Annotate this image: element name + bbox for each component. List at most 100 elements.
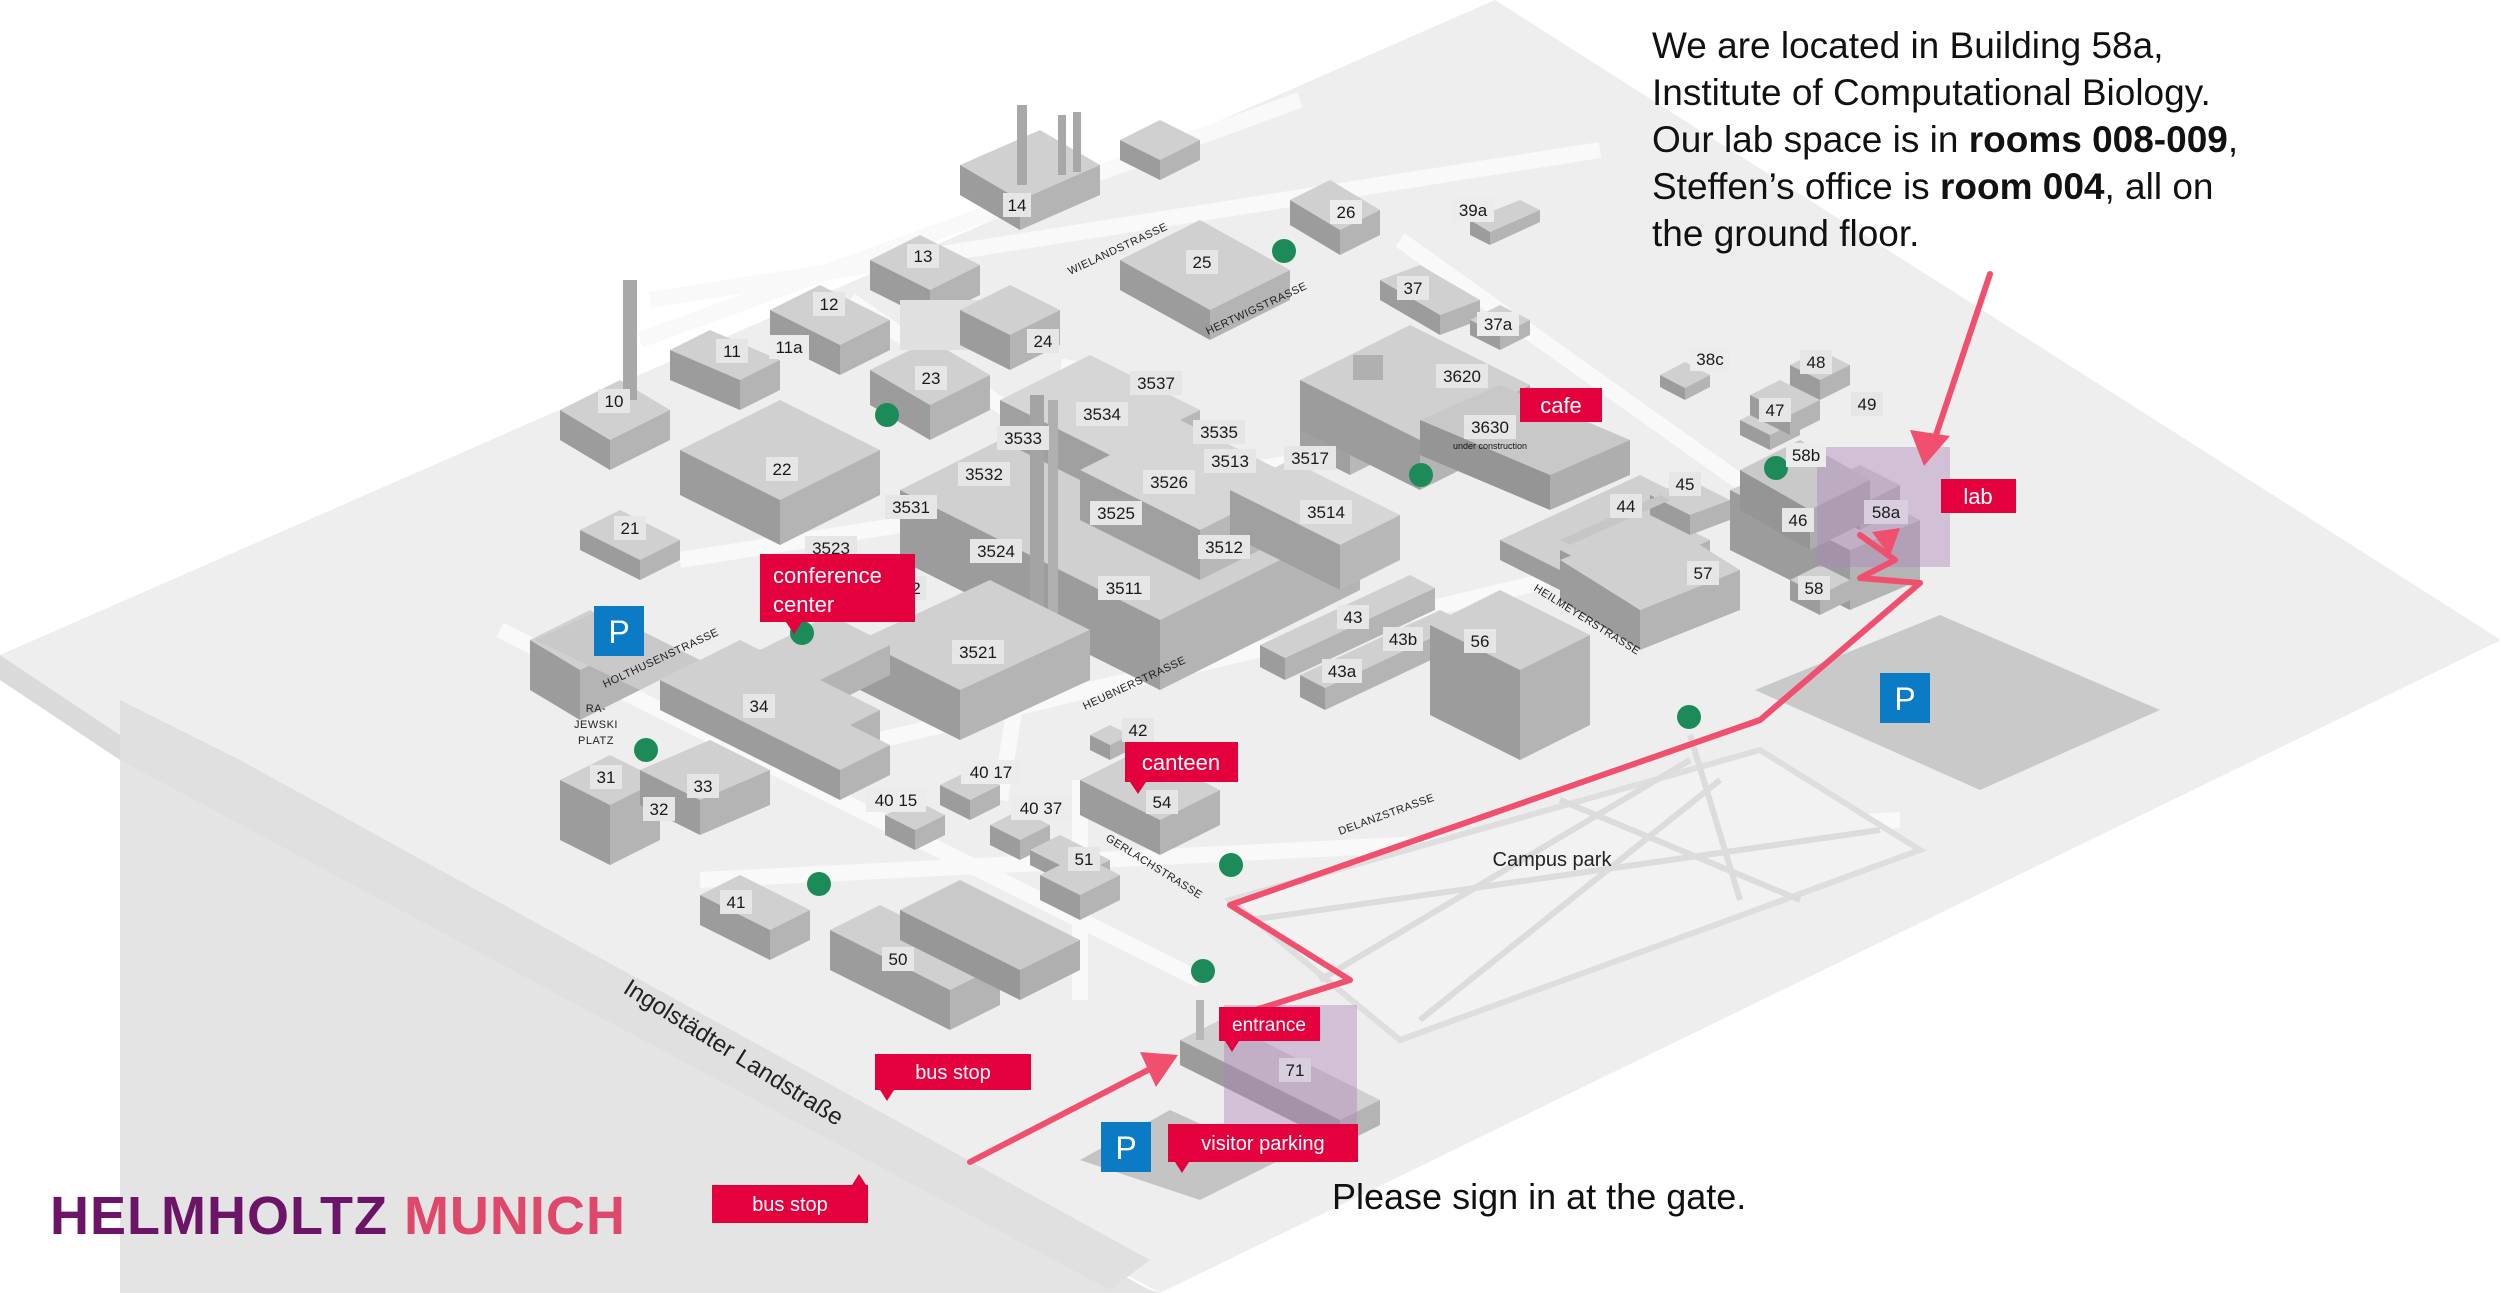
- svg-text:3513: 3513: [1211, 452, 1249, 471]
- svg-text:3531: 3531: [892, 498, 930, 517]
- building-label-43a: 43a: [1322, 659, 1362, 683]
- route-arrow-icon: [1910, 430, 1950, 466]
- poi-entrance: entrance: [1219, 1007, 1320, 1052]
- building-label-50: 50: [882, 947, 914, 971]
- svg-text:canteen: canteen: [1142, 750, 1220, 775]
- poi-visitor-parking: visitor parking: [1168, 1124, 1358, 1173]
- building-label-48: 48: [1800, 350, 1832, 374]
- svg-text:58a: 58a: [1872, 503, 1901, 522]
- svg-text:47: 47: [1766, 401, 1785, 420]
- building-label-57: 57: [1687, 561, 1719, 585]
- svg-text:center: center: [773, 592, 834, 617]
- building-label-3630: 3630: [1464, 415, 1516, 439]
- svg-text:57: 57: [1694, 564, 1713, 583]
- svg-text:21: 21: [621, 519, 640, 538]
- rajewski-platz-label-2: JEWSKI: [574, 719, 618, 731]
- parking-icon-label: P: [1115, 1130, 1136, 1166]
- building-label-3514: 3514: [1300, 500, 1352, 524]
- building-label-44: 44: [1610, 494, 1642, 518]
- building-label-3513: 3513: [1204, 449, 1256, 473]
- svg-text:3521: 3521: [959, 643, 997, 662]
- building-label-11: 11: [716, 339, 748, 363]
- building-label-3517: 3517: [1284, 446, 1336, 470]
- tree-marker-icon: [634, 738, 658, 762]
- svg-text:3535: 3535: [1200, 423, 1238, 442]
- building-label-39a: 39a: [1452, 198, 1494, 222]
- svg-text:3526: 3526: [1150, 473, 1188, 492]
- route-line-arrival: [967, 1067, 1151, 1165]
- poi-cafe: cafe: [1520, 388, 1602, 422]
- building-label-47: 47: [1759, 398, 1791, 422]
- tree-marker-icon: [1191, 959, 1215, 983]
- svg-text:37a: 37a: [1484, 315, 1513, 334]
- info-rooms-lab: rooms 008-009: [1968, 119, 2228, 160]
- helmholtz-munich-logo: HELMHOLTZ MUNICH: [50, 1185, 626, 1247]
- building-label-42: 42: [1122, 718, 1154, 742]
- building-label-58: 58: [1798, 576, 1830, 600]
- svg-text:58: 58: [1805, 579, 1824, 598]
- under-construction-note: under construction: [1453, 441, 1527, 451]
- sign-in-note: Please sign in at the gate.: [1332, 1176, 1747, 1217]
- building-label-26: 26: [1330, 200, 1362, 224]
- building-label-49: 49: [1851, 392, 1883, 416]
- svg-text:34: 34: [750, 697, 769, 716]
- svg-text:39a: 39a: [1459, 201, 1488, 220]
- tree-marker-icon: [1764, 456, 1788, 480]
- info-line-1: We are located in Building 58a,: [1652, 25, 2164, 66]
- logo-text-munic: MUNIC: [403, 1186, 586, 1246]
- parking-icons: P P P: [594, 606, 1930, 1172]
- ingolstaedter-road-band: [120, 700, 1150, 1290]
- svg-text:45: 45: [1676, 475, 1695, 494]
- svg-text:46: 46: [1789, 511, 1808, 530]
- poi-bus-stop-legend: bus stop: [712, 1174, 868, 1223]
- svg-text:12: 12: [820, 295, 839, 314]
- route-arrowheads: [1140, 430, 1950, 1087]
- poi-canteen: canteen: [1125, 742, 1238, 794]
- svg-text:3525: 3525: [1097, 504, 1135, 523]
- svg-text:3620: 3620: [1443, 367, 1481, 386]
- svg-text:54: 54: [1153, 793, 1172, 812]
- svg-text:lab: lab: [1963, 484, 1992, 509]
- building-label-58b: 58b: [1786, 443, 1826, 467]
- building-label-54: 54: [1146, 790, 1178, 814]
- svg-text:41: 41: [727, 893, 746, 912]
- building-label-3525: 3525: [1090, 501, 1142, 525]
- rajewski-platz-label-1: RA-: [586, 703, 606, 715]
- building-labels: 14 26 39a 13 25 12 37 37a 11 11a 24 10 2…: [590, 193, 1908, 1082]
- svg-text:3524: 3524: [977, 542, 1015, 561]
- info-line-4-text: Steffen’s office is: [1652, 166, 1940, 207]
- tree-marker-icon: [875, 403, 899, 427]
- building-label-31: 31: [590, 765, 622, 789]
- svg-text:14: 14: [1008, 196, 1027, 215]
- svg-text:2: 2: [911, 579, 920, 598]
- svg-text:3517: 3517: [1291, 449, 1329, 468]
- tree-marker-icon: [807, 872, 831, 896]
- building-label-33: 33: [687, 774, 719, 798]
- info-room-office: room 004: [1939, 166, 2105, 207]
- info-line-3: Our lab space is in rooms 008-009,: [1652, 116, 2412, 163]
- svg-text:38c: 38c: [1696, 350, 1724, 369]
- building-label-46: 46: [1782, 508, 1814, 532]
- tree-marker-icon: [1272, 239, 1296, 263]
- svg-text:3511: 3511: [1106, 579, 1143, 598]
- building-label-40-17: 40 17: [961, 760, 1021, 784]
- building-label-51: 51: [1068, 847, 1100, 871]
- rajewski-platz-label-3: PLATZ: [578, 735, 614, 747]
- svg-text:conference: conference: [773, 563, 882, 588]
- campus-park-label: Campus park: [1493, 849, 1613, 871]
- svg-text:49: 49: [1858, 395, 1877, 414]
- building-label-22: 22: [766, 457, 798, 481]
- info-line-2: Institute of Computational Biology.: [1652, 72, 2211, 113]
- tree-marker-icon: [1409, 463, 1433, 487]
- tree-marker-icon: [1219, 853, 1243, 877]
- building-label-40-37: 40 37: [1011, 796, 1071, 820]
- svg-text:3534: 3534: [1083, 405, 1121, 424]
- svg-text:43: 43: [1344, 608, 1363, 627]
- svg-text:24: 24: [1034, 332, 1053, 351]
- building-label-3521: 3521: [952, 640, 1004, 664]
- svg-text:31: 31: [597, 768, 616, 787]
- route: [967, 271, 1993, 1165]
- building-label-11a: 11a: [769, 335, 809, 359]
- svg-text:42: 42: [1129, 721, 1148, 740]
